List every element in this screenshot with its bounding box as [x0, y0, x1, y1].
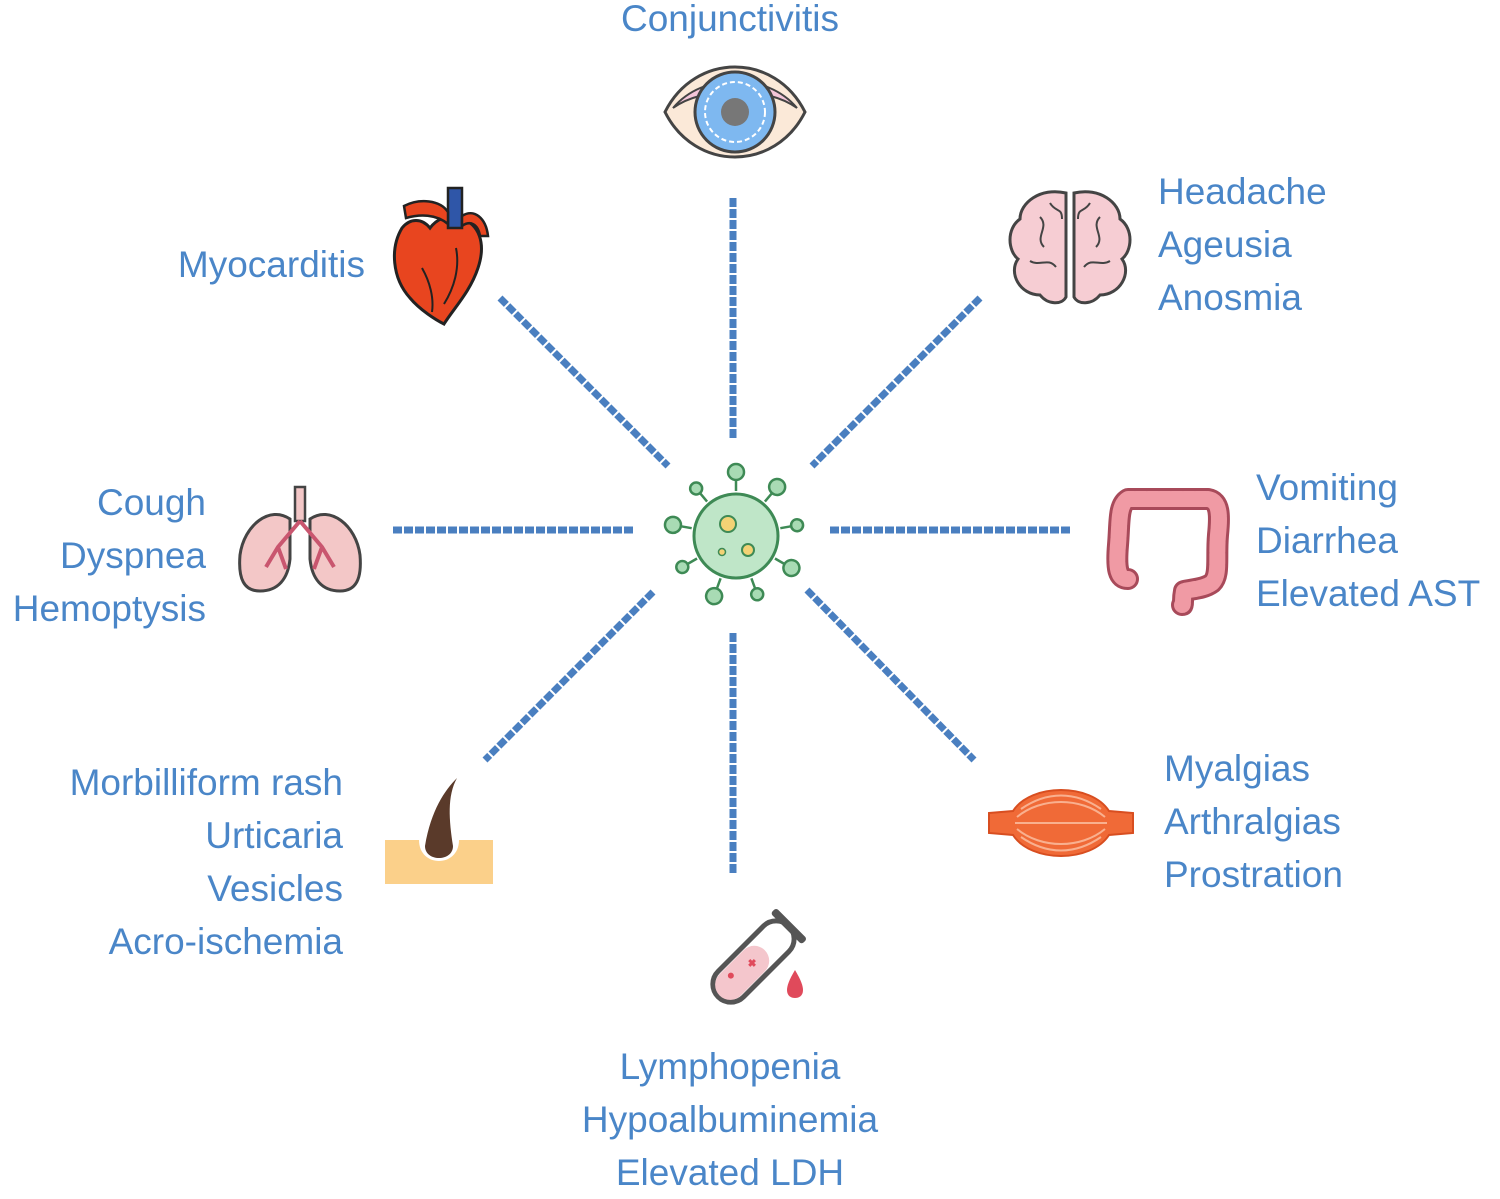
muscle-icon — [988, 789, 1134, 857]
label-line: Arthralgias — [1164, 801, 1341, 842]
label-line: Hemoptysis — [12, 588, 206, 629]
label-line: Lymphopenia — [619, 1046, 841, 1087]
label-line: Cough — [96, 482, 206, 523]
brain-icon — [1008, 190, 1132, 305]
label-skin: Morbilliform rash Urticaria Vesicles Acr… — [0, 756, 343, 968]
label-line: Urticaria — [205, 815, 343, 856]
label-line: Headache — [1158, 171, 1327, 212]
label-muscle: Myalgias Arthralgias Prostration — [1164, 742, 1343, 901]
label-line: Anosmia — [1158, 277, 1302, 318]
spoke-skin — [482, 589, 656, 763]
label-lungs: Cough Dyspnea Hemoptysis — [0, 476, 206, 635]
intestine-icon — [1106, 488, 1230, 616]
label-line: Vomiting — [1256, 467, 1398, 508]
label-intestine: Vomiting Diarrhea Elevated AST — [1256, 461, 1480, 620]
spokes — [393, 198, 1070, 875]
label-line: Myalgias — [1164, 748, 1310, 789]
eye-icon — [663, 65, 807, 159]
label-line: Morbilliform rash — [69, 762, 343, 803]
spoke-heart — [497, 295, 671, 469]
label-line: Diarrhea — [1256, 520, 1398, 561]
heart-icon — [392, 186, 490, 326]
skin-hair-icon — [385, 778, 493, 884]
label-line: Prostration — [1164, 854, 1343, 895]
label-brain: Headache Ageusia Anosmia — [1158, 165, 1327, 324]
label-line: Elevated AST — [1256, 573, 1481, 614]
lungs-icon — [238, 485, 362, 593]
label-line: Ageusia — [1158, 224, 1292, 265]
label-line: Conjunctivitis — [621, 0, 839, 39]
spoke-muscle — [804, 587, 977, 763]
blood-test-tube-icon — [710, 909, 806, 1005]
label-line: Acro-ischemia — [108, 921, 343, 962]
label-eye: Conjunctivitis — [580, 0, 880, 45]
label-line: Hypoalbuminemia — [581, 1099, 879, 1140]
virus-icon — [663, 462, 805, 606]
label-line: Elevated LDH — [615, 1152, 845, 1193]
spoke-brain — [809, 295, 983, 469]
label-line: Dyspnea — [59, 535, 206, 576]
label-line: Myocarditis — [177, 244, 365, 285]
label-blood: Lymphopenia Hypoalbuminemia Elevated LDH — [530, 1040, 930, 1199]
label-heart: Myocarditis — [0, 238, 365, 291]
label-line: Vesicles — [207, 868, 343, 909]
